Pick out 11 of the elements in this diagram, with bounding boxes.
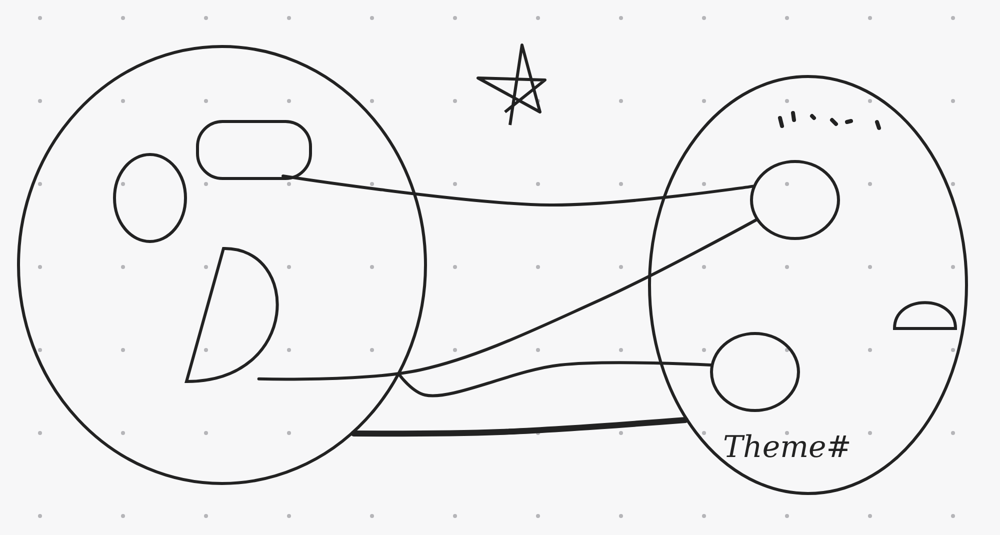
circle-shape: [710, 332, 800, 412]
circle-shape: [750, 160, 840, 240]
circle-shape: [17, 45, 427, 485]
circle-shape: [113, 153, 187, 243]
connector-line: [398, 361, 712, 398]
connector-line: [282, 174, 754, 206]
thick-connector-line: [350, 416, 688, 437]
rounded-box: [196, 120, 312, 180]
connector-line: [257, 218, 758, 381]
oval-outline: [648, 75, 968, 495]
handwritten-label: Theme#: [723, 433, 852, 463]
